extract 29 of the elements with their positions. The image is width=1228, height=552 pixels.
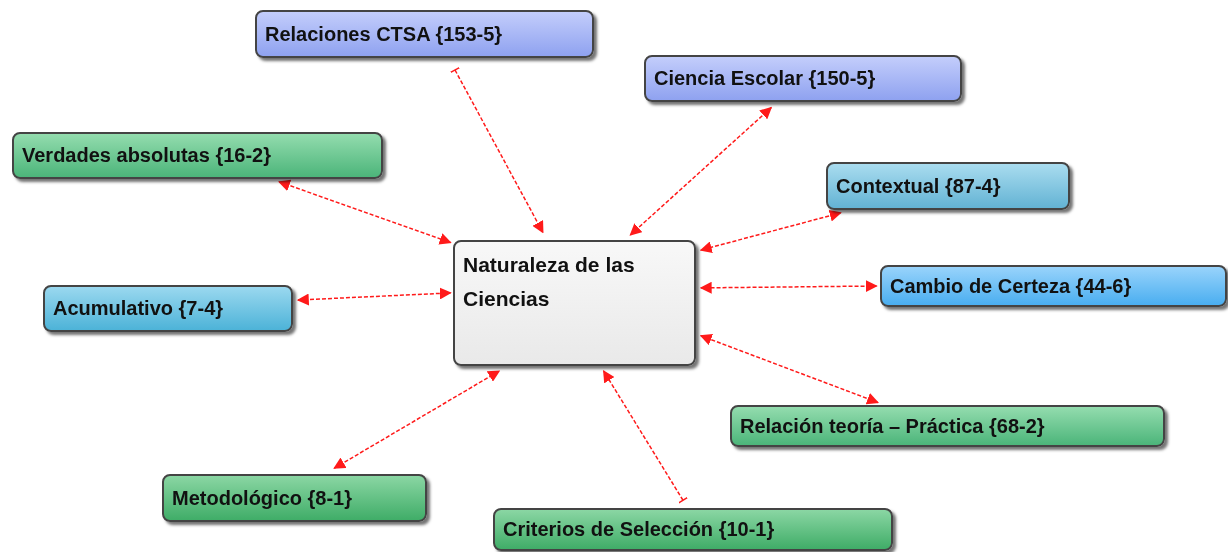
dashed-arrow <box>449 66 544 234</box>
concept-box <box>880 265 1227 307</box>
concept-label: Naturaleza de las Ciencias <box>463 252 636 312</box>
concept-box <box>644 55 962 102</box>
dashed-arrow <box>602 370 688 504</box>
concept-box <box>493 508 893 551</box>
dashed-arrow <box>699 333 879 405</box>
concept-label: Cambio de Certeza {44-6} <box>890 274 1132 298</box>
dashed-arrow <box>699 209 842 254</box>
concept-label: Relaciones CTSA {153-5} <box>265 22 503 46</box>
concept-label: Criterios de Selección {10-1} <box>503 518 775 541</box>
concept-box <box>12 132 383 179</box>
concept-box <box>162 474 427 522</box>
dashed-arrow <box>629 106 773 236</box>
concept-box <box>255 10 594 58</box>
concept-label: Contextual {87-4} <box>836 174 1001 198</box>
concept-label: Ciencia Escolar {150-5} <box>654 67 876 90</box>
concept-box <box>730 405 1165 447</box>
dashed-arrow <box>699 280 878 294</box>
concept-label: Verdades absolutas {16-2} <box>22 144 271 167</box>
concept-box <box>826 162 1070 210</box>
dashed-arrow <box>333 370 501 469</box>
concept-label: Relación teoría – Práctica {68-2} <box>740 414 1045 438</box>
concept-label: Acumulativo {7-4} <box>53 297 224 320</box>
concept-label: Metodológico {8-1} <box>172 486 352 510</box>
concept-box <box>43 285 293 332</box>
dashed-arrow <box>278 179 452 245</box>
central-concept-box <box>453 240 696 366</box>
dashed-arrow <box>296 287 452 306</box>
